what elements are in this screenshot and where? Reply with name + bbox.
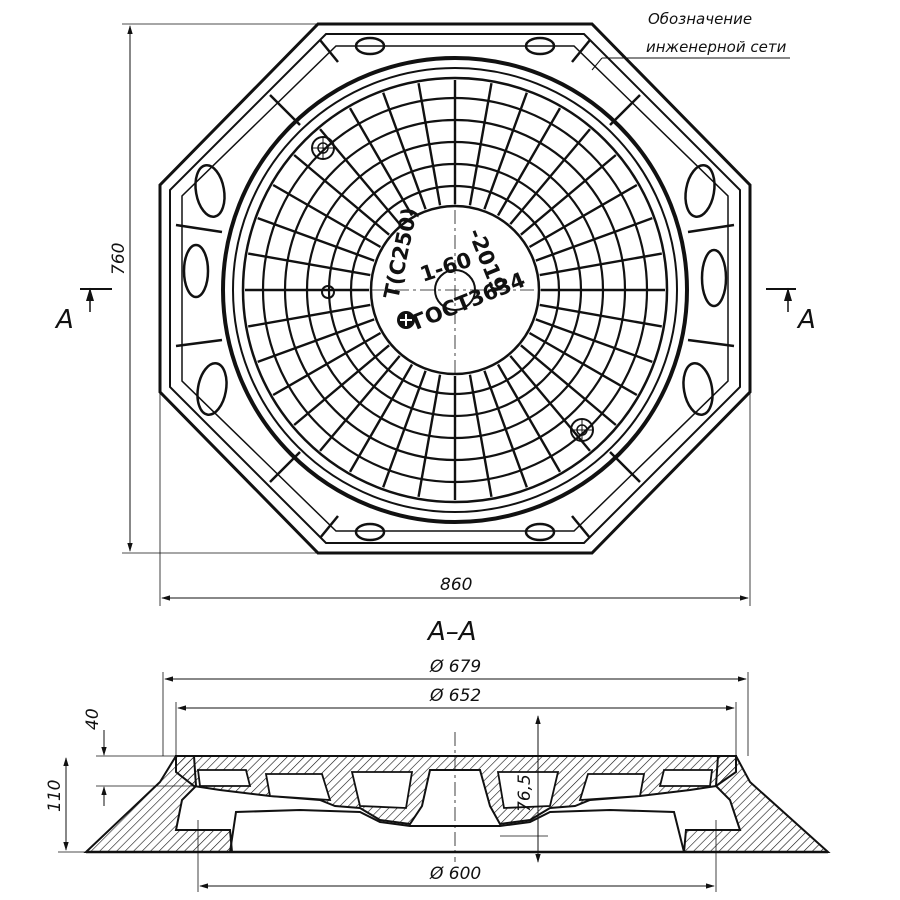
radial-rib [319,355,401,452]
section-view: A–A Ø 679 Ø 652 Ø 600 [45,617,831,892]
section-title: A–A [426,617,477,647]
frame-outline-outer [158,22,752,555]
radial-rib [272,331,382,397]
radial-rib [509,355,591,452]
section-label-right: A [796,305,816,335]
radial-rib [382,370,427,488]
dimension-760-label: 760 [109,243,129,275]
radial-rib [257,318,375,363]
radial-rib [496,363,562,473]
radial-rib [468,374,493,498]
radial-rib [483,92,528,210]
cover-edge [232,67,678,513]
frame-flange-line [181,45,729,532]
manufacturer-logo [397,311,415,329]
cover-section [175,755,737,826]
radial-rib [535,217,653,262]
radial-rib [417,374,442,498]
dimension-76-label: 76,5 [515,774,535,812]
note-line-1: Обозначение [648,10,752,28]
radial-rib [539,252,663,277]
radial-rib [257,217,375,262]
note-leader-diag [591,57,603,71]
radial-rib [348,107,414,217]
cover-lower-shell [229,808,685,853]
radial-rib [483,370,528,488]
note-line-2: инженерной сети [646,38,787,56]
frame-ribs [175,36,735,542]
radial-rib [528,331,638,397]
plan-view: T(C250) 1-60 -2019 ГОСТ3634 Обозначение … [54,10,816,606]
radial-rib [348,363,414,473]
radial-rib [520,154,617,236]
dimension-600-label: Ø 600 [429,864,481,884]
radial-rib [528,183,638,249]
radial-rib [247,303,371,328]
radial-rib [272,183,382,249]
section-label-left: A [54,305,74,335]
dimension-860-label: 860 [440,575,472,595]
stamp-size: 1-60 [417,248,474,287]
radial-rib [247,252,371,277]
cover-rim [241,76,669,504]
radial-rib [539,303,663,328]
seat-ring [221,56,689,524]
radial-rib [520,344,617,426]
stamp-load-class: T(C250) [379,205,422,301]
dimension-40-label: 40 [83,708,103,730]
radial-rib [509,128,591,225]
radial-rib [417,82,442,206]
cover-pockets [196,769,714,809]
dimension-652-label: Ø 652 [429,686,481,706]
radial-rib [496,107,562,217]
frame-outline-inner [169,33,741,544]
radial-rib [382,92,427,210]
radial-rib [293,154,390,236]
dimension-110-label: 110 [45,780,65,812]
bolt-top-left [311,136,335,160]
radial-rib [293,344,390,426]
radial-rib [468,82,493,206]
bolt-left [321,285,335,299]
dimension-679-label: Ø 679 [429,657,481,677]
bolt-bottom-right [570,418,594,442]
radial-rib [535,318,653,363]
